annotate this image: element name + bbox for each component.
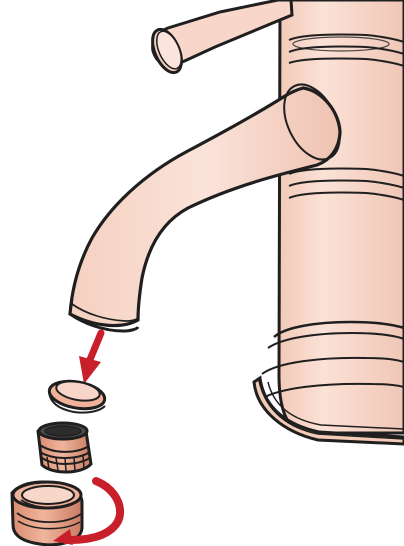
down-arrow-icon [79,333,101,384]
handle-icon [147,0,292,77]
aerator-housing-icon [12,482,82,545]
washer-icon [47,377,107,412]
faucet-body-icon [254,0,404,444]
aerator-insert-icon [38,423,91,472]
